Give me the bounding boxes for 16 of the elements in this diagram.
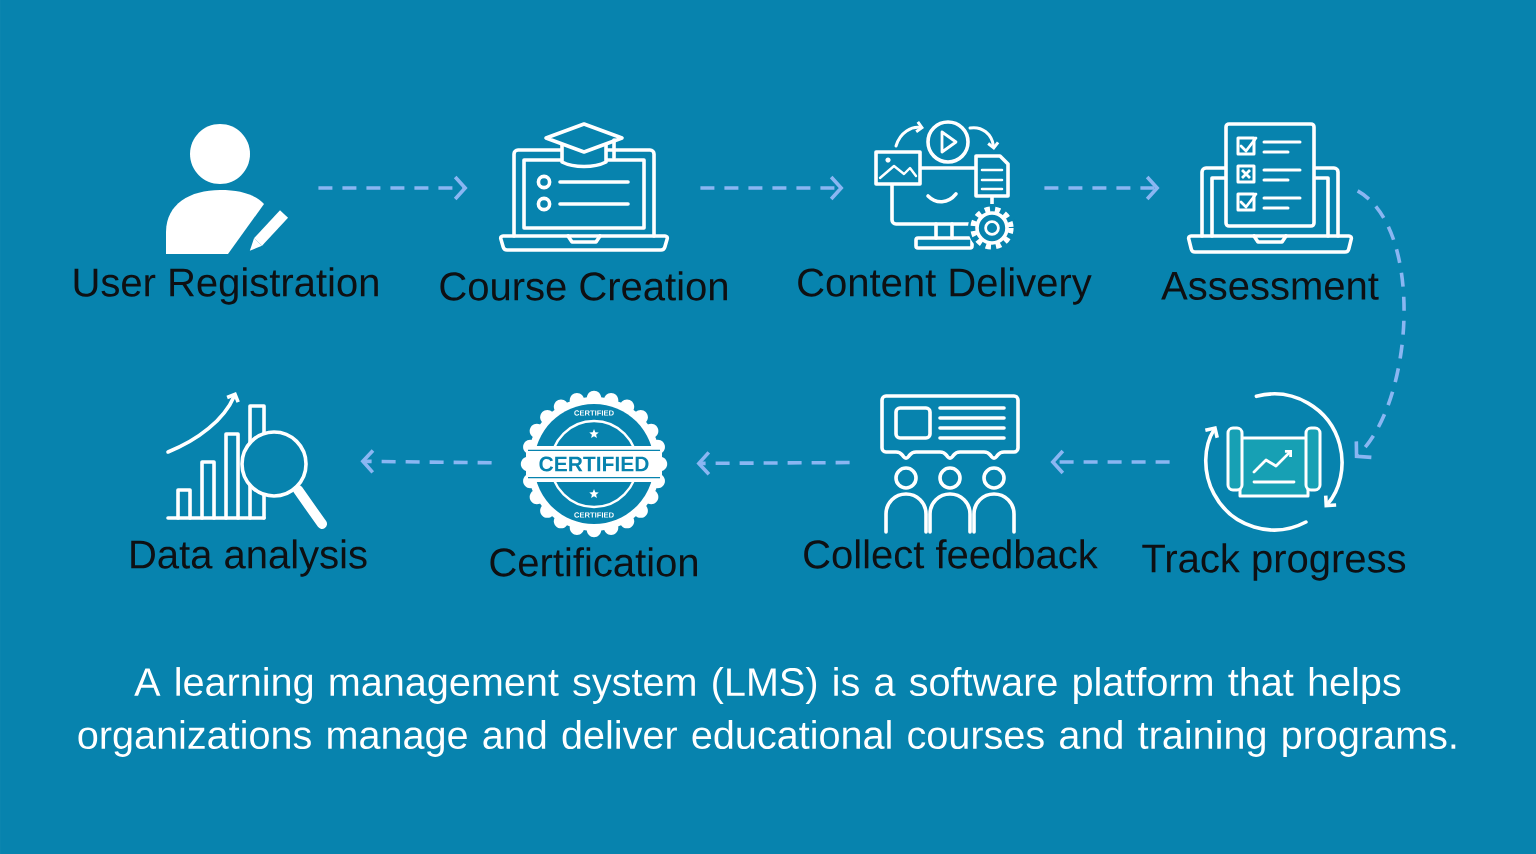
arrow [360,449,492,474]
step-label: Track progress [1142,543,1406,581]
arrow [696,451,850,476]
step-label: Course Creation [440,271,727,301]
step-label: Assessment [1161,272,1379,300]
step-label: Data analysis [131,539,367,577]
arrow [318,175,468,201]
caption: A learning management system (LMS) is a software platform that helps organizations manage and deliver educational courses and training programs. [78,667,1456,757]
step-label: Certification [490,547,697,577]
step-label: User Registration [74,267,378,305]
arrow [700,175,844,201]
step-label: Collect feedback [804,539,1098,569]
arrow [1354,189,1406,460]
arrow [1050,449,1170,475]
arrow [1044,175,1160,201]
step-label: Content Delivery [798,267,1092,305]
